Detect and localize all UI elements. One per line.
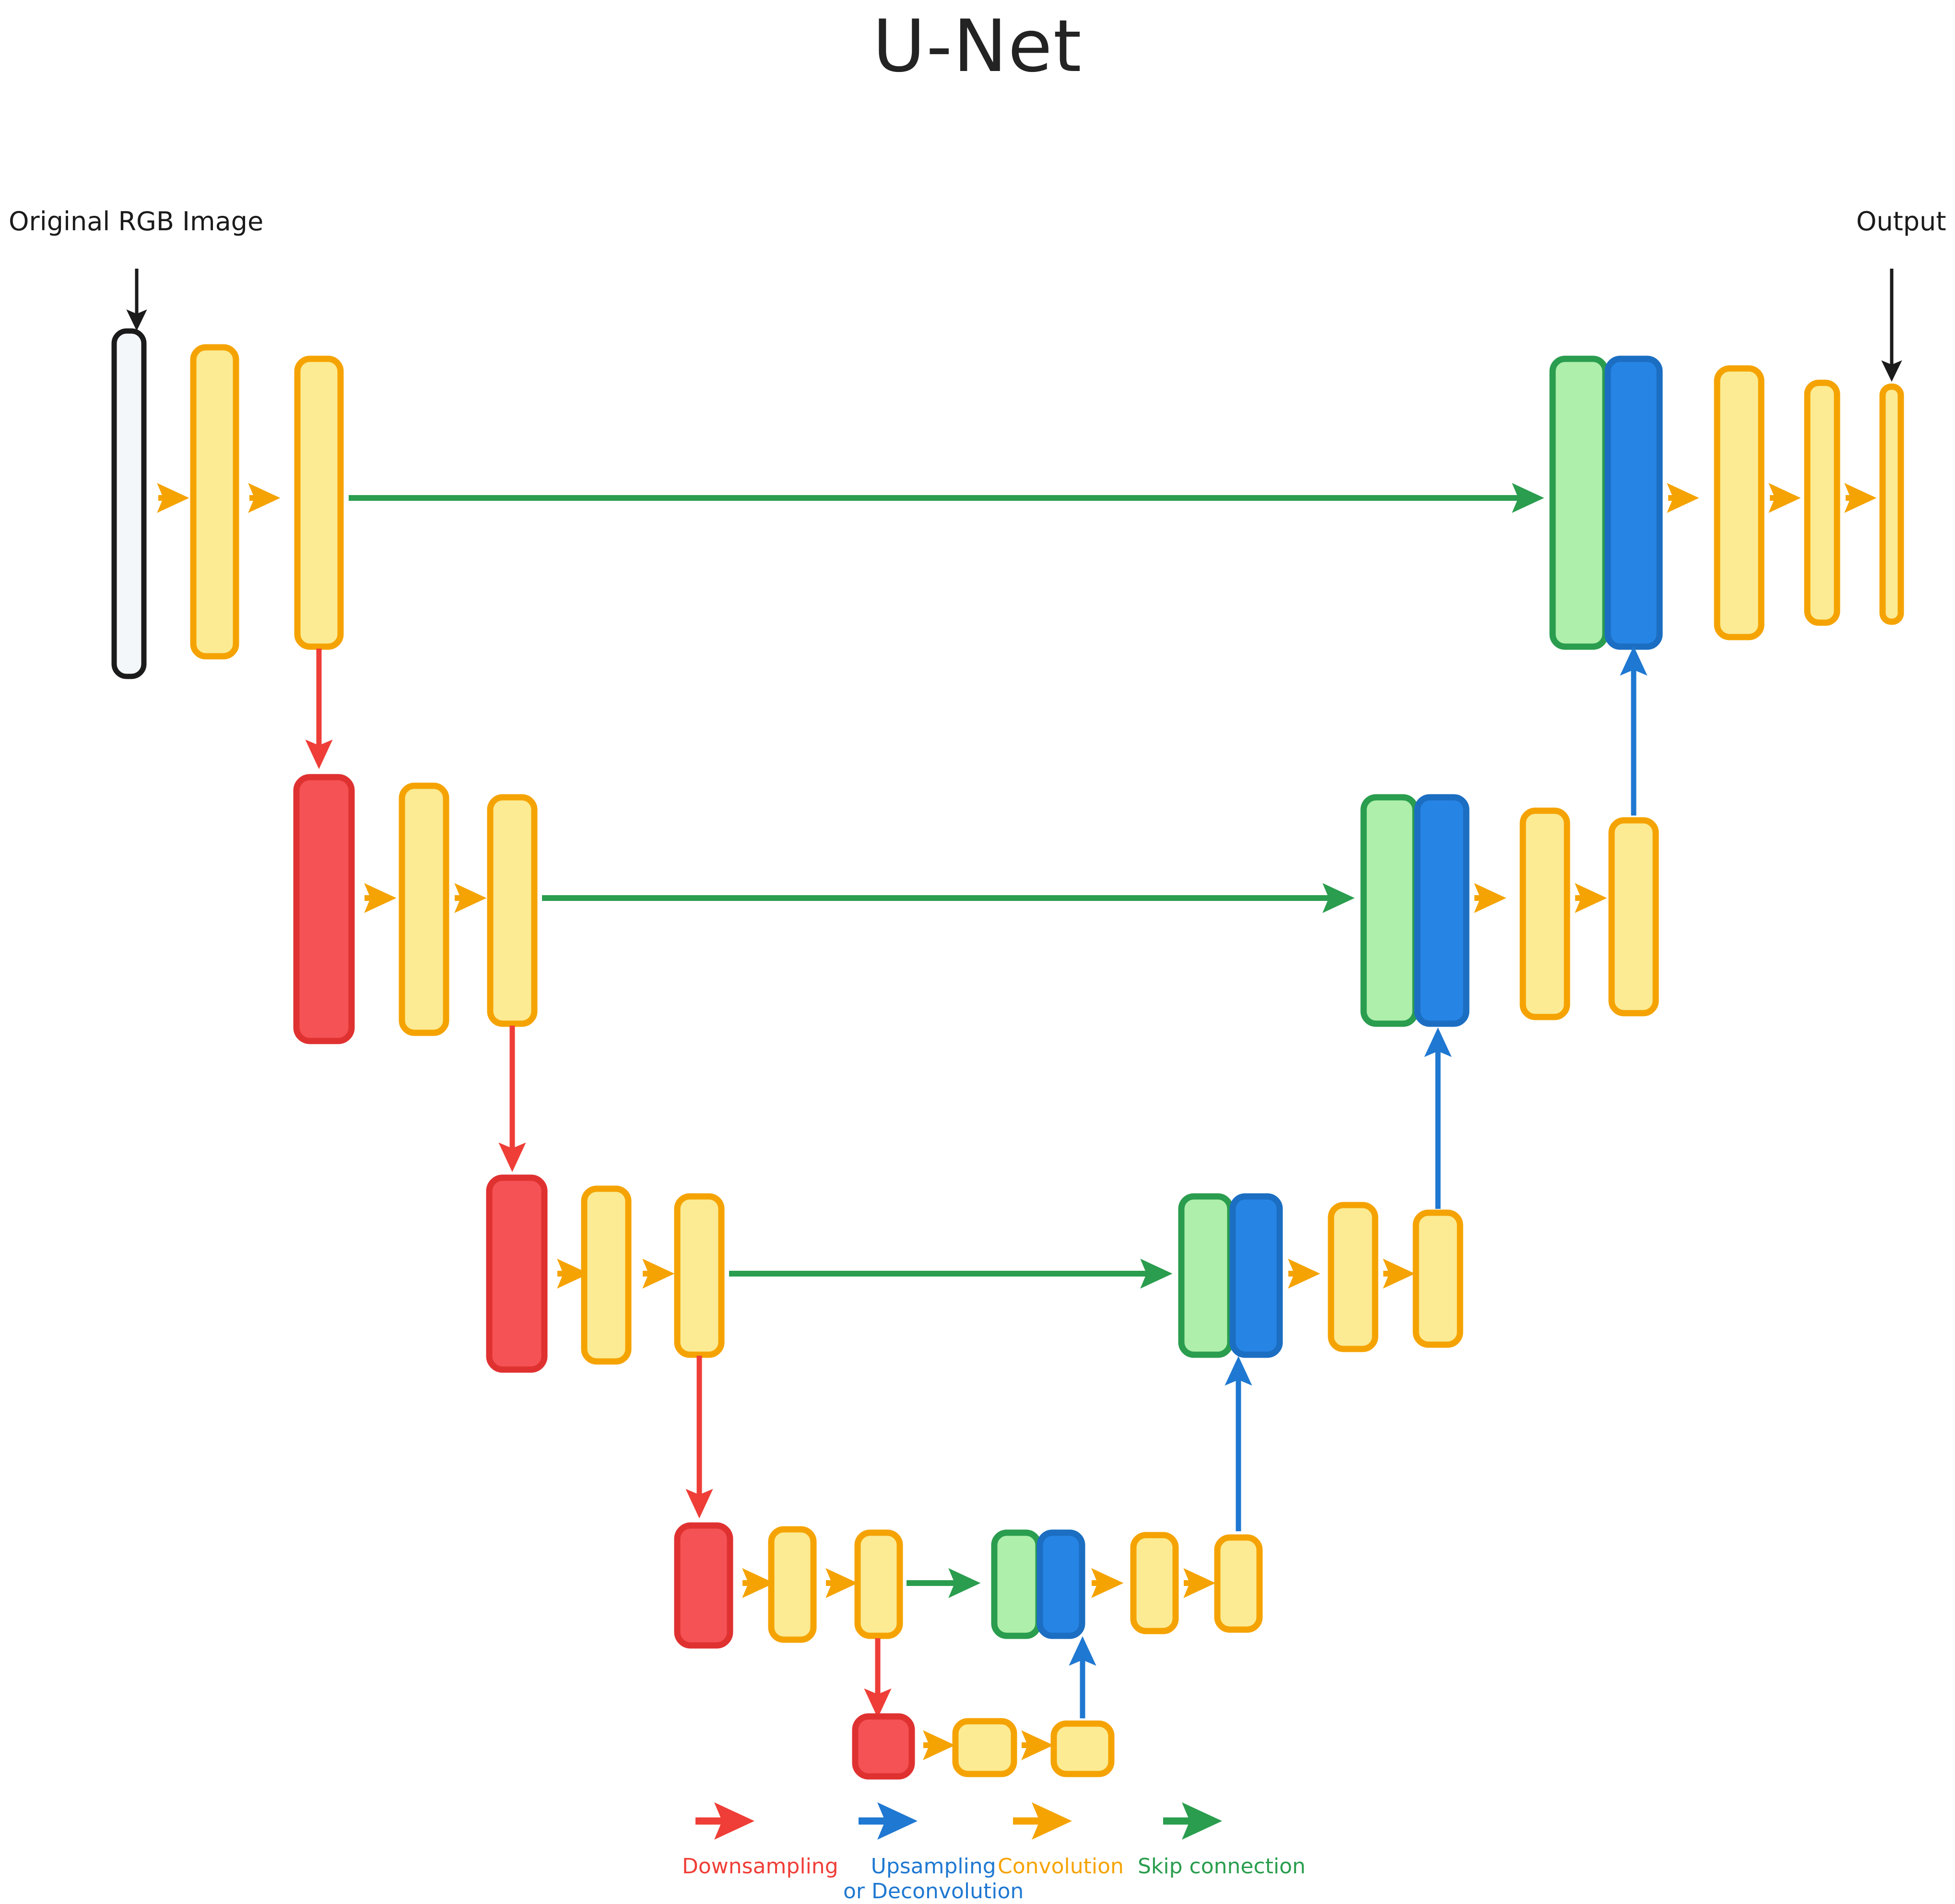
legend-label-downsampling: Downsampling bbox=[682, 1854, 838, 1879]
block-upsample-l2 bbox=[1414, 794, 1470, 1027]
block-conv-l3-e1 bbox=[581, 1185, 632, 1365]
legend-label-convolution: Convolution bbox=[998, 1854, 1124, 1879]
block-conv-l4-e2 bbox=[854, 1529, 903, 1639]
level-4-row bbox=[674, 1356, 1263, 1649]
block-downsample-l2 bbox=[293, 774, 355, 1044]
block-conv-l1-d1 bbox=[1714, 365, 1765, 640]
block-skip-concat-l4 bbox=[991, 1529, 1042, 1639]
block-output-map bbox=[1879, 383, 1904, 625]
block-conv-l1-e2 bbox=[294, 355, 344, 650]
block-conv-l3-d1 bbox=[1328, 1202, 1378, 1352]
block-upsample-l4 bbox=[1036, 1529, 1085, 1639]
block-upsample-l1 bbox=[1604, 355, 1663, 650]
block-downsample-l5 bbox=[852, 1713, 915, 1780]
block-conv-l5-b1 bbox=[952, 1718, 1017, 1777]
block-conv-l1-e1 bbox=[190, 344, 239, 660]
block-conv-l4-e1 bbox=[768, 1526, 817, 1643]
block-conv-l4-d1 bbox=[1130, 1532, 1179, 1634]
block-conv-l3-d2 bbox=[1413, 1209, 1463, 1348]
output-label: Output bbox=[1856, 206, 1946, 237]
page-title: U-Net bbox=[872, 5, 1083, 88]
block-conv-l1-d2 bbox=[1804, 379, 1840, 626]
level-2-row bbox=[293, 646, 1659, 1044]
block-conv-l4-d2 bbox=[1214, 1534, 1263, 1633]
block-upsample-l3 bbox=[1229, 1193, 1283, 1358]
block-conv-l2-d1 bbox=[1519, 807, 1570, 1020]
legend-upsampling-line2: or Deconvolution bbox=[843, 1879, 1024, 1904]
block-skip-concat-l3 bbox=[1178, 1193, 1234, 1358]
block-skip-concat-l2 bbox=[1360, 794, 1419, 1027]
input-label: Original RGB Image bbox=[9, 206, 264, 237]
block-skip-concat-l1 bbox=[1549, 355, 1609, 650]
block-conv-l2-e1 bbox=[399, 782, 449, 1036]
legend-label-skip: Skip connection bbox=[1138, 1854, 1306, 1879]
block-conv-l3-e2 bbox=[674, 1193, 725, 1358]
block-conv-l5-b2 bbox=[1050, 1720, 1115, 1777]
block-conv-l2-e2 bbox=[487, 794, 538, 1027]
block-input-image bbox=[111, 328, 147, 679]
block-downsample-l3 bbox=[486, 1174, 548, 1373]
level-1-row bbox=[111, 269, 1904, 679]
block-downsample-l4 bbox=[674, 1522, 733, 1649]
legend-upsampling-line1: Upsampling bbox=[871, 1854, 996, 1879]
level-3-row bbox=[486, 1026, 1463, 1373]
level-5-bottleneck-row bbox=[852, 1636, 1115, 1780]
block-conv-l2-d2 bbox=[1608, 817, 1659, 1017]
